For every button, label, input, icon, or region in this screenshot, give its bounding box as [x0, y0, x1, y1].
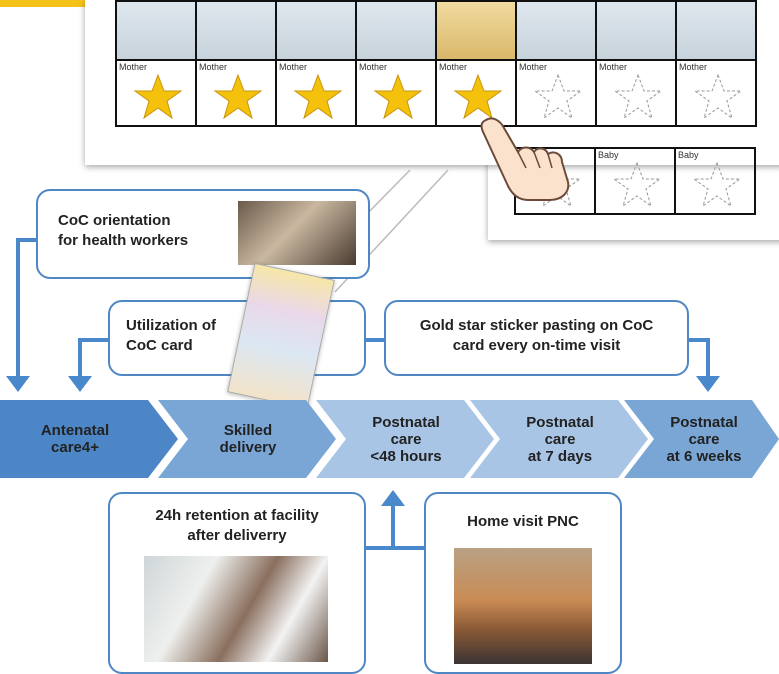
- gold-star-icon: [373, 73, 423, 120]
- illustration-antenatal-2: [197, 2, 275, 59]
- utilization-line-2: CoC card: [126, 337, 193, 354]
- gold-star-icon: [213, 73, 263, 120]
- gold-star-line-2: card every on-time visit: [452, 337, 621, 354]
- stage-pnc7-line-1: Postnatal: [526, 414, 594, 431]
- stage-pnc48-line-2: care: [390, 431, 422, 448]
- empty-star-icon: [693, 73, 743, 120]
- illustration-delivery: [437, 2, 515, 59]
- stage-pnc48-line-1: Postnatal: [372, 414, 440, 431]
- empty-star-icon: [692, 161, 742, 208]
- coc-orientation-line-1: CoC orientation: [58, 212, 171, 229]
- stage-skilled-line-1: Skilled: [223, 422, 273, 439]
- home-visit-title: Home visit PNC: [467, 513, 579, 530]
- empty-star-icon: [613, 73, 663, 120]
- stage-postnatal-48h: Postnatal care <48 hours: [316, 400, 494, 478]
- gold-star-icon: [293, 73, 343, 120]
- utilization-line-1: Utilization of: [126, 317, 216, 334]
- empty-star-icon: [533, 73, 583, 120]
- home-visit-box: Home visit PNC: [424, 492, 622, 674]
- stage-pnc6w-line-3: at 6 weeks: [666, 448, 742, 465]
- pointing-hand-icon: [480, 117, 570, 201]
- gold-star-line-1: Gold star sticker pasting on CoC: [419, 317, 654, 334]
- baby-label: Baby: [598, 150, 619, 160]
- stage-pnc7-line-2: care: [544, 431, 576, 448]
- illustration-antenatal-1: [117, 2, 195, 59]
- coc-card-image: Mother Mother Mother Mother Mother Mothe…: [85, 0, 779, 165]
- stage-postnatal-7d: Postnatal care at 7 days: [470, 400, 648, 478]
- stage-postnatal-6w: Postnatal care at 6 weeks: [624, 400, 779, 478]
- retention-line-2: after deliverry: [187, 527, 287, 544]
- baby-label: Baby: [678, 150, 699, 160]
- stage-pnc6w-line-1: Postnatal: [670, 414, 738, 431]
- illustration-antenatal-4: [357, 2, 435, 59]
- facility-retention-photo: [144, 556, 328, 662]
- stage-skilled-line-2: delivery: [219, 439, 277, 456]
- gold-star-icon: [453, 73, 503, 120]
- retention-box: 24h retention at facility after deliverr…: [108, 492, 366, 674]
- illustration-antenatal-3: [277, 2, 355, 59]
- illustration-row: [115, 0, 757, 61]
- stage-antenatal-line-2: care4+: [51, 439, 99, 456]
- mother-label: Mother: [439, 62, 468, 72]
- coc-orientation-box: CoC orientation for health workers: [36, 189, 370, 279]
- mother-label: Mother: [279, 62, 308, 72]
- gold-star-box: Gold star sticker pasting on CoC card ev…: [384, 300, 689, 376]
- stage-skilled-delivery: Skilled delivery: [158, 400, 336, 478]
- illustration-postnatal-1: [517, 2, 595, 59]
- mother-label: Mother: [119, 62, 148, 72]
- home-visit-motorbike-photo: [454, 548, 592, 664]
- mother-label: Mother: [359, 62, 388, 72]
- stage-antenatal: Antenatal care4+: [0, 400, 178, 478]
- stage-antenatal-line-1: Antenatal: [40, 422, 110, 439]
- gold-star-icon: [133, 73, 183, 120]
- illustration-postnatal-3: [677, 2, 755, 59]
- illustration-postnatal-2: [597, 2, 675, 59]
- retention-line-1: 24h retention at facility: [155, 507, 319, 524]
- mother-label: Mother: [519, 62, 548, 72]
- mother-label: Mother: [199, 62, 228, 72]
- mother-label: Mother: [679, 62, 708, 72]
- stage-pnc48-line-3: <48 hours: [370, 448, 442, 465]
- empty-star-icon: [612, 161, 662, 208]
- health-workers-photo: [238, 201, 356, 265]
- mother-star-row: Mother Mother Mother Mother Mother Mothe…: [115, 59, 757, 127]
- coc-orientation-line-2: for health workers: [58, 232, 189, 249]
- stage-pnc6w-line-2: care: [688, 431, 720, 448]
- mother-label: Mother: [599, 62, 628, 72]
- stage-pnc7-line-3: at 7 days: [527, 448, 593, 465]
